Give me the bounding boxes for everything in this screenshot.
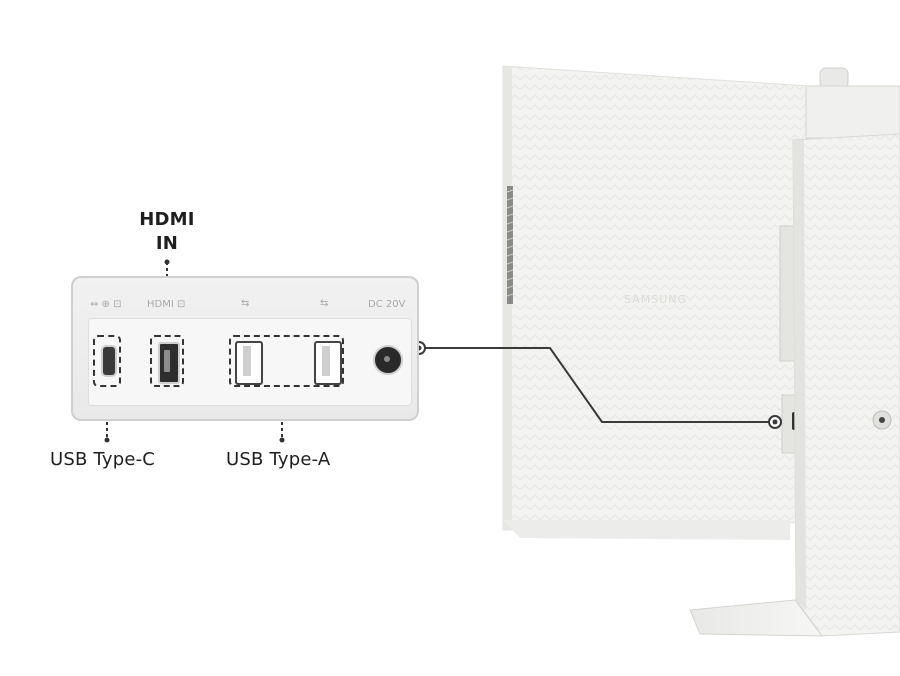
hdmi-in-label: HDMI IN [137, 208, 197, 256]
usbc-silkscreen: ⇔ ⊕ ⊡ [90, 299, 122, 310]
usbc-port-outline [93, 335, 121, 387]
hdmi-label-line1: HDMI [139, 209, 195, 230]
usb2-silkscreen: ⇆ [320, 298, 329, 309]
usb-type-c-label: USB Type-C [50, 449, 156, 470]
callout-line [419, 347, 774, 423]
usb-type-a-label: USB Type-A [226, 449, 331, 470]
usbc-port [101, 345, 117, 377]
side-vent [507, 186, 513, 304]
camera [819, 67, 849, 89]
hdmi-label-line2: IN [155, 233, 179, 254]
hdmi-silkscreen: HDMI ⊡ [147, 299, 186, 310]
hdmi-port-outline [150, 335, 184, 387]
monitor-stand [792, 133, 900, 637]
usb1-silkscreen: ⇆ [241, 298, 250, 309]
dc-silkscreen: DC 20V [368, 299, 406, 310]
usba-ports-outline [229, 335, 344, 387]
monitor-brand-logo: SAMSUNG [624, 293, 687, 306]
